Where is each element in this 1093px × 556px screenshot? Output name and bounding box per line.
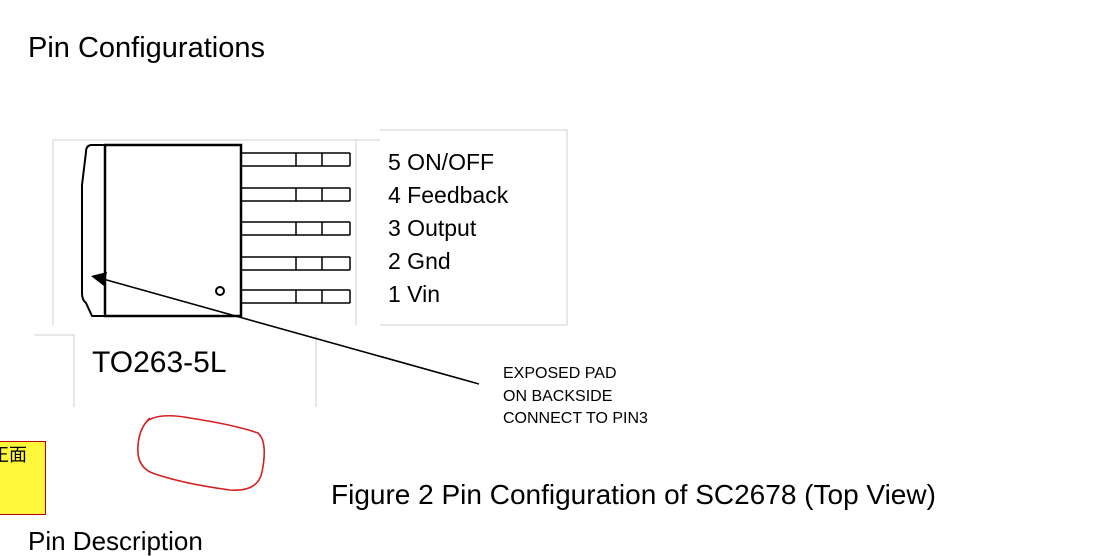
- package-outline: [81, 143, 243, 318]
- pin1-marker: [215, 286, 225, 296]
- pin-label: 1 Vin: [388, 281, 441, 307]
- lead-pin-2: [241, 256, 351, 271]
- exposed-pad-note: EXPOSED PAD ON BACKSIDE CONNECT TO PIN3: [503, 363, 648, 431]
- package-leads: [241, 152, 351, 304]
- pin-label: 5 ON/OFF: [388, 149, 495, 175]
- next-section-heading: Pin Description: [28, 526, 203, 556]
- red-annotation-circle: [137, 414, 266, 491]
- pin-label: 3 Output: [388, 215, 477, 241]
- package-drawing: [34, 129, 568, 491]
- note-line: EXPOSED PAD: [503, 365, 617, 382]
- exposed-pad-leader: [91, 272, 480, 385]
- figure-caption: Figure 2 Pin Configuration of SC2678 (To…: [331, 479, 936, 510]
- pin-label: 2 Gnd: [388, 248, 451, 274]
- comment-note[interactable]: 正面: [0, 441, 46, 515]
- note-line: ON BACKSIDE: [503, 387, 613, 405]
- section-heading: Pin Configurations: [28, 32, 265, 64]
- drawing-frame: [34, 129, 568, 407]
- package-name: TO263-5L: [92, 346, 227, 379]
- lead-pin-4: [241, 187, 351, 202]
- lead-pin-1: [241, 289, 351, 304]
- pin-label: 4 Feedback: [388, 182, 509, 208]
- pin-list: 5 ON/OFF 4 Feedback 3 Output 2 Gnd 1 Vin: [388, 146, 508, 311]
- lead-pin-5: [241, 152, 351, 167]
- lead-pin-3: [241, 221, 351, 236]
- note-line: CONNECT TO PIN3: [503, 410, 648, 427]
